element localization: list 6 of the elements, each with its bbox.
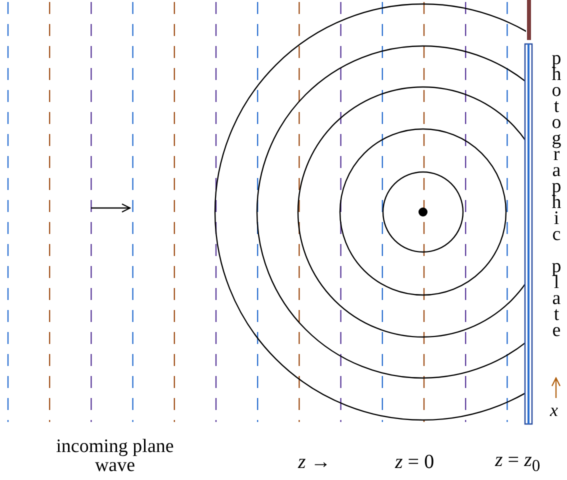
axis-label: z → xyxy=(298,452,331,472)
axis-label: z = 0 xyxy=(395,452,434,472)
axis-label: photographic plate xyxy=(546,48,566,336)
axis-label: x xyxy=(550,400,558,420)
axis-label: z = z$_{0}$ xyxy=(495,450,540,476)
caption-text: incoming plane wave xyxy=(55,437,175,475)
